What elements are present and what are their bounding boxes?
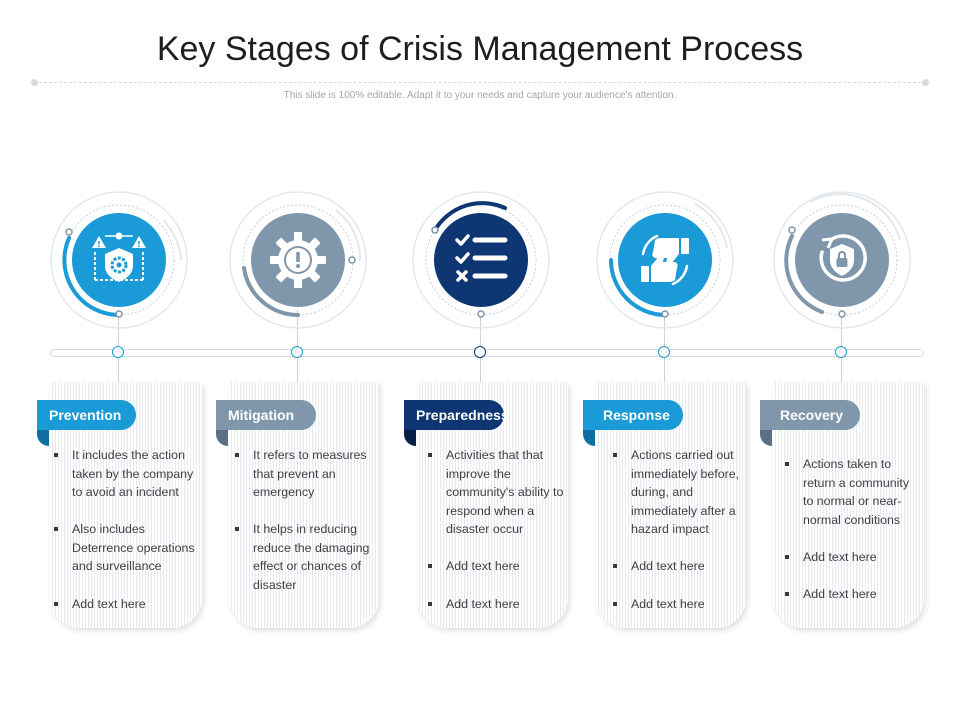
stage-bullets: Activities that that improve the communi…	[428, 446, 564, 632]
timeline-bar	[50, 349, 924, 357]
stage-label-tag: Recovery	[760, 400, 860, 446]
tag-fold	[216, 430, 228, 446]
bullet-item: Also includes Deterrence operations and …	[54, 520, 196, 576]
svg-text:!: !	[97, 240, 101, 249]
tag-fold	[583, 430, 595, 446]
bullet-item: Add text here	[428, 557, 564, 576]
stage-label: Prevention	[49, 407, 122, 423]
checklist-icon	[412, 191, 550, 329]
timeline-node	[835, 346, 847, 358]
bullet-item: Add text here	[785, 548, 919, 567]
stage-bullets: It refers to measures that prevent an em…	[235, 446, 375, 613]
stage-icon-badge: ! !	[47, 188, 191, 332]
bullet-item: Actions taken to return a community to n…	[785, 455, 919, 529]
thumbs-up-down-icon	[596, 191, 734, 329]
stage-label: Response	[603, 407, 670, 423]
stage-bullets: It includes the action taken by the comp…	[54, 446, 196, 632]
divider-dot-right	[922, 79, 929, 86]
stage-label: Mitigation	[228, 407, 295, 423]
title-divider	[31, 79, 929, 86]
bullet-item: It helps in reducing reduce the damaging…	[235, 520, 375, 594]
bullet-item: Add text here	[613, 595, 743, 614]
tag-fold	[404, 430, 416, 446]
timeline-node	[658, 346, 670, 358]
stage-label-tag: Mitigation	[216, 400, 316, 446]
svg-text:!: !	[137, 240, 141, 249]
stage-bullets: Actions carried out immediately before, …	[613, 446, 743, 632]
timeline-node	[291, 346, 303, 358]
bullet-item: Add text here	[54, 595, 196, 614]
stage-icon-badge	[226, 188, 370, 332]
bullet-item: Activities that that improve the communi…	[428, 446, 564, 539]
timeline-node	[474, 346, 486, 358]
bullet-item: Add text here	[428, 595, 564, 614]
stage-icon-badge	[593, 188, 737, 332]
bullet-item: It refers to measures that prevent an em…	[235, 446, 375, 502]
bullet-item: Add text here	[613, 557, 743, 576]
stage-label: Recovery	[780, 407, 844, 423]
shield-lock-refresh-icon	[773, 191, 911, 329]
gear-alert-icon	[229, 191, 367, 329]
divider-dot-left	[31, 79, 38, 86]
warning-shield-gear-icon: ! !	[50, 191, 188, 329]
bullet-item: Actions carried out immediately before, …	[613, 446, 743, 539]
bullet-item: It includes the action taken by the comp…	[54, 446, 196, 502]
tag-fold	[760, 430, 772, 446]
stage-label: Preparedness	[416, 407, 509, 423]
stage-icon-badge	[409, 188, 553, 332]
stage-label-tag: Response	[583, 400, 683, 446]
timeline-node	[112, 346, 124, 358]
stage-icon-badge	[770, 188, 914, 332]
stage-label-tag: Preparedness	[404, 400, 509, 446]
slide-title: Key Stages of Crisis Management Process	[156, 30, 804, 68]
tag-fold	[37, 430, 49, 446]
stage-bullets: Actions taken to return a community to n…	[785, 455, 919, 622]
slide-subtitle: This slide is 100% editable. Adapt it to…	[283, 90, 677, 101]
bullet-item: Add text here	[785, 585, 919, 604]
stage-label-tag: Prevention	[37, 400, 136, 446]
